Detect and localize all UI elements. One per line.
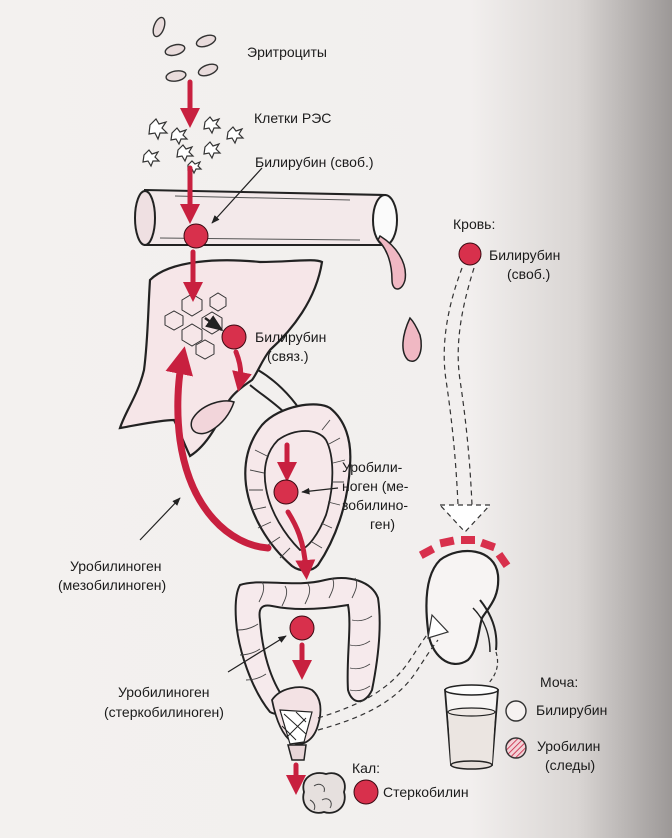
blood-bilirubin-marker bbox=[458, 242, 482, 266]
label-erythrocytes: Эритроциты bbox=[247, 44, 327, 60]
metabolism-flow-arrows bbox=[165, 79, 316, 795]
label-urine-urobilin-traces: (следы) bbox=[545, 757, 596, 773]
label-urobilinogen-mid-4: ген) bbox=[370, 516, 395, 532]
label-bilirubin-bound-suffix: (связ.) bbox=[267, 348, 309, 364]
label-mesobilinogen: (мезобилиноген) bbox=[58, 577, 167, 593]
urobilinogen-colon-marker bbox=[289, 615, 315, 641]
label-urine: Моча: bbox=[540, 674, 579, 690]
label-res-cells: Клетки РЭС bbox=[254, 110, 332, 126]
label-urine-bilirubin: Билирубин bbox=[536, 702, 608, 718]
liver-drawing bbox=[118, 259, 324, 458]
label-blood-bilirubin-free: (своб.) bbox=[507, 266, 551, 282]
kidney-to-glass-dashed-path bbox=[487, 651, 499, 685]
stool-drawing bbox=[302, 772, 346, 814]
label-blood-bilirubin: Билирубин bbox=[489, 247, 561, 263]
label-urobilinogen-low: Уробилиноген bbox=[118, 684, 210, 700]
label-bilirubin-free-top: Билирубин (своб.) bbox=[255, 154, 374, 170]
urine-bilirubin-empty-marker bbox=[505, 700, 527, 722]
label-urobilinogen-mid-2: ноген (ме- bbox=[342, 478, 409, 494]
bilirubin-free-marker bbox=[183, 223, 209, 249]
blood-to-kidney-arrowhead bbox=[438, 504, 492, 533]
label-stercobilin: Стеркобилин bbox=[383, 784, 469, 800]
label-leader-arrows bbox=[139, 167, 339, 673]
label-urobilinogen-mid-3: зобилино- bbox=[342, 497, 409, 513]
bilirubin-bound-marker bbox=[221, 324, 247, 350]
label-urobilinogen-left: Уробилиноген bbox=[70, 558, 162, 574]
label-feces: Кал: bbox=[352, 760, 380, 776]
res-cells-drawing bbox=[142, 116, 245, 175]
label-stercobilinogen: (стеркобилиноген) bbox=[104, 704, 224, 720]
urine-urobilin-hatched-marker bbox=[505, 737, 527, 759]
blood-to-kidney-dashed-path bbox=[443, 267, 475, 506]
duodenum-drawing bbox=[244, 403, 352, 572]
pigment-markers bbox=[183, 223, 527, 805]
colon-drawing bbox=[234, 577, 381, 761]
label-urine-urobilin: Уробилин bbox=[537, 738, 601, 754]
label-blood: Кровь: bbox=[453, 216, 496, 232]
urobilinogen-duodenum-marker bbox=[273, 479, 299, 505]
erythrocytes-drawing bbox=[152, 16, 219, 82]
urine-glass-drawing bbox=[444, 684, 499, 770]
label-bilirubin-bound: Билирубин bbox=[255, 329, 327, 345]
colon-to-kidney-arrowhead bbox=[427, 613, 450, 639]
stercobilin-marker bbox=[353, 779, 379, 805]
colon-to-kidney-dashed-path bbox=[317, 623, 439, 731]
label-urobilinogen-mid-1: Уробили- bbox=[342, 459, 403, 475]
kidney-drawing bbox=[418, 536, 511, 666]
